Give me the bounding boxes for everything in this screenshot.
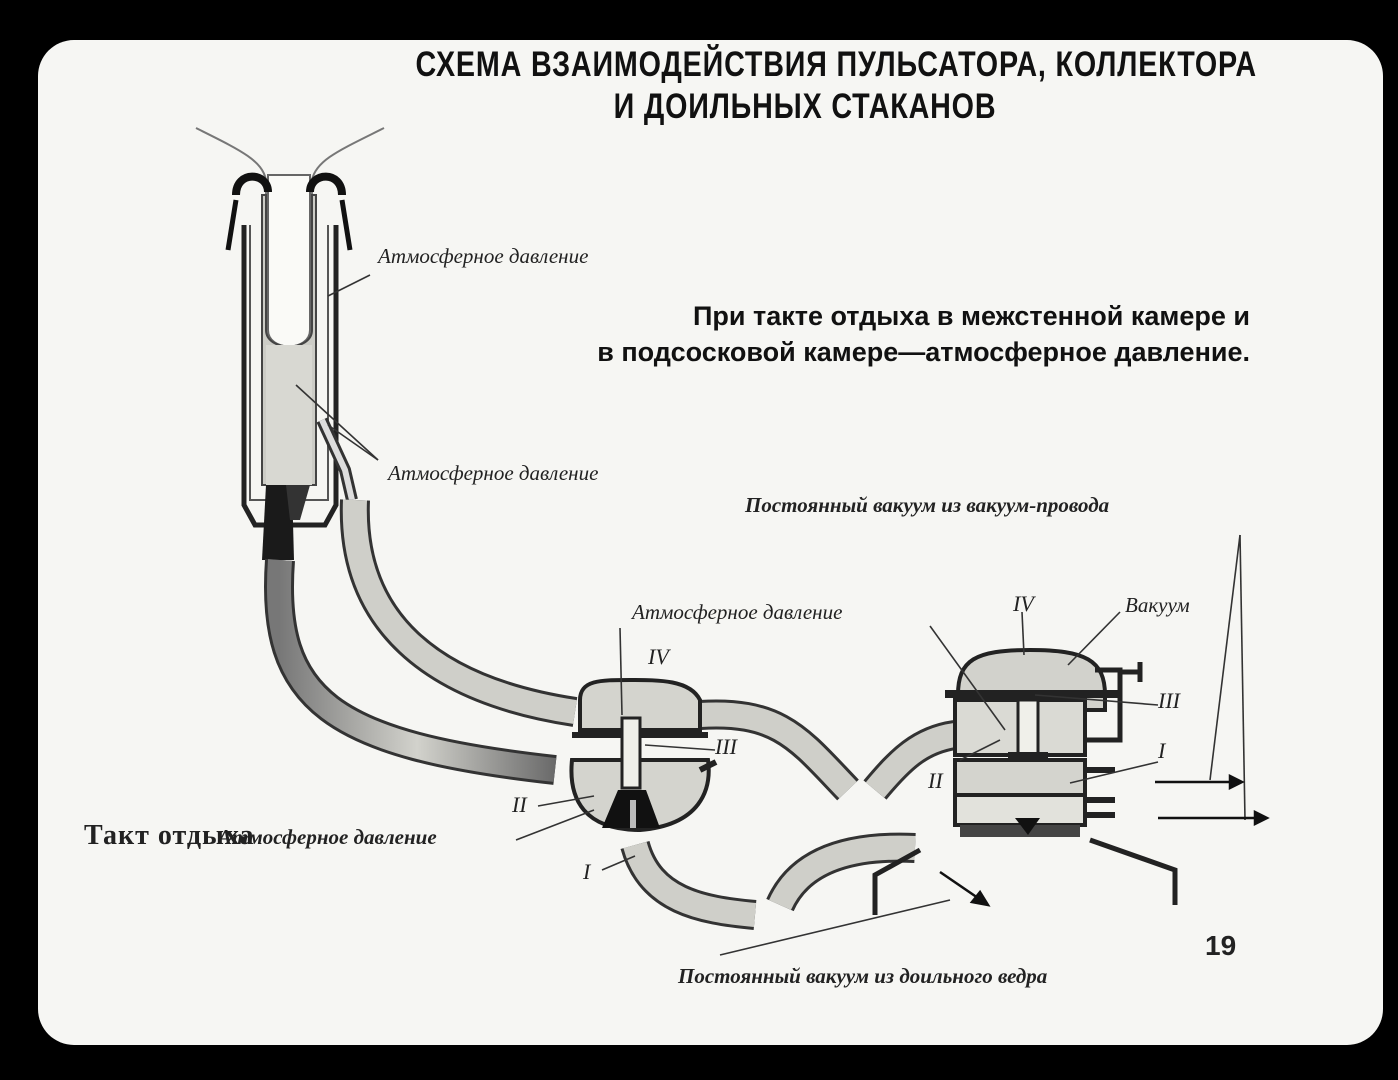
label-atm-bottom: Атмосферное давление <box>218 825 437 849</box>
pulsator-chamber-ii: II <box>928 768 943 793</box>
label-atm-teat-chamber: Атмосферное давление <box>388 461 599 485</box>
collector <box>569 678 718 833</box>
leader-lines <box>295 274 1246 956</box>
collector-chamber-iv: IV <box>648 644 669 669</box>
pulsator-chamber-iii: III <box>1158 688 1180 713</box>
flow-arrows <box>939 773 1270 907</box>
label-vacuum: Вакуум <box>1125 593 1190 617</box>
collector-chamber-iii: III <box>715 734 737 759</box>
label-vacuum-bucket: Постоянный вакуум из доильного ведра <box>678 964 1048 988</box>
page-number: 19 <box>1205 930 1237 961</box>
label-vacuum-line: Постоянный вакуум из вакуум-провода <box>745 493 1110 517</box>
diagram-title: СХЕМА ВЗАИМОДЕЙСТВИЯ ПУЛЬСАТОРА, КОЛЛЕКТ… <box>415 44 1257 128</box>
collector-chamber-ii: II <box>512 792 527 817</box>
label-atm-wall-chamber: Атмосферное давление <box>378 244 589 268</box>
note-line-2: в подсосковой камере—атмосферное давлени… <box>597 337 1250 367</box>
title-line-2: И ДОИЛЬНЫХ СТАКАНОВ <box>613 87 997 126</box>
pulsator-chamber-i: I <box>1158 738 1166 763</box>
label-atm-collector: Атмосферное давление <box>632 600 843 624</box>
pulsator-chamber-iv: IV <box>1013 591 1034 616</box>
pulsator <box>872 647 1178 915</box>
collector-chamber-i: I <box>583 859 591 884</box>
note-line-1: При такте отдыха в межстенной камере и <box>692 301 1250 331</box>
hoses <box>264 499 958 930</box>
phase-label: Такт отдыха <box>84 820 255 851</box>
rest-phase-note: При такте отдыха в межстенной камере и в… <box>420 298 1250 370</box>
teat-cup <box>195 127 385 560</box>
title-line-1: СХЕМА ВЗАИМОДЕЙСТВИЯ ПУЛЬСАТОРА, КОЛЛЕКТ… <box>415 45 1257 84</box>
